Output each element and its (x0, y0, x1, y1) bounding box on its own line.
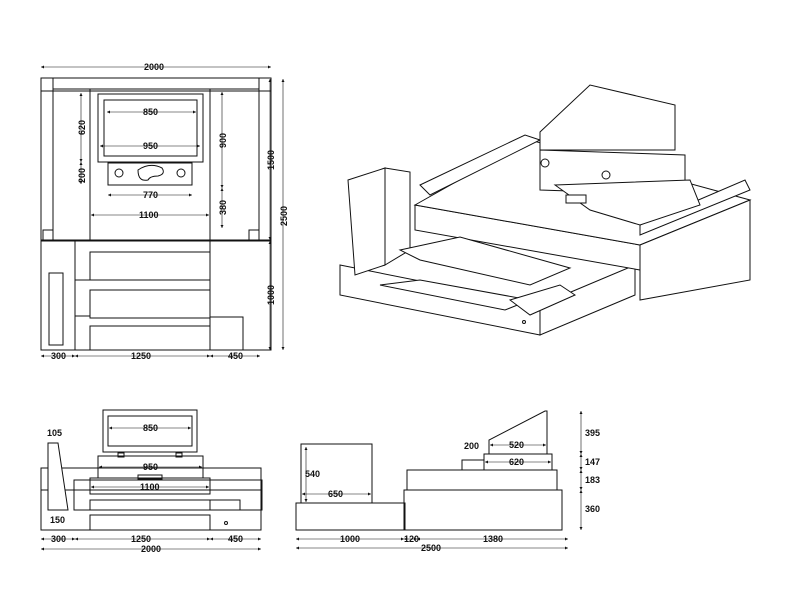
dim-text: 1100 (140, 482, 160, 492)
dim-text: 950 (143, 462, 158, 472)
dim-text: 360 (585, 504, 600, 514)
dim-text: 120 (404, 534, 419, 544)
dim-text: 950 (143, 141, 158, 151)
dim-text: 520 (509, 440, 524, 450)
dim-text: 1000 (340, 534, 360, 544)
front-view: 105 850 950 1100 150 300 1250 450 2000 (40, 409, 263, 554)
dim-text: 900 (218, 133, 228, 148)
dim-text: 105 (47, 428, 62, 438)
plan-view: 2000 850 950 620 200 770 1100 900 380 15… (40, 62, 289, 361)
dim-text: 200 (77, 168, 87, 183)
dim-text: 1380 (483, 534, 503, 544)
side-view: 540 650 200 520 620 395 147 183 360 1000… (295, 410, 600, 553)
dim-text: 2000 (141, 544, 161, 554)
dim-text: 183 (585, 475, 600, 485)
dim-text: 850 (143, 423, 158, 433)
dim-text: 850 (143, 107, 158, 117)
dim-text: 2500 (421, 543, 441, 553)
dim-text: 395 (585, 428, 600, 438)
dim-text: 2000 (144, 62, 164, 72)
dim-text: 1000 (266, 285, 276, 305)
dim-text: 650 (328, 489, 343, 499)
dim-text: 450 (228, 351, 243, 361)
dim-text: 770 (143, 190, 158, 200)
dim-text: 300 (51, 351, 66, 361)
dim-text: 620 (509, 457, 524, 467)
dim-text: 450 (228, 534, 243, 544)
dim-text: 1250 (131, 351, 151, 361)
dim-text: 1100 (139, 210, 159, 220)
dim-text: 380 (218, 200, 228, 215)
dim-text: 200 (464, 441, 479, 451)
dim-text: 1250 (131, 534, 151, 544)
isometric-view (339, 84, 752, 336)
dim-text: 300 (51, 534, 66, 544)
dim-text: 1500 (266, 150, 276, 170)
dim-text: 147 (585, 457, 600, 467)
dim-text: 620 (77, 120, 87, 135)
dim-text: 540 (305, 469, 320, 479)
dim-text: 2500 (279, 206, 289, 226)
dim-text: 150 (50, 515, 65, 525)
